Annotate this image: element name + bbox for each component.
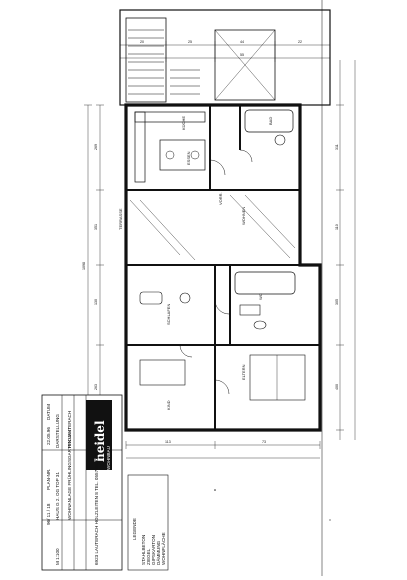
bathtub-2 [234, 271, 296, 295]
legend-item: DÄMMUNG [155, 540, 161, 565]
date-label: DATUM [46, 404, 51, 420]
dimension-chain-right [336, 60, 356, 440]
dimension-label: 25 [188, 40, 192, 44]
company-address: 6923 LAUTERACH HOLZLEITEN 8 TEL. 05574/8… [94, 453, 99, 565]
brand-name: heidel [93, 420, 107, 462]
drawing-value: HAUS G 2. OG TOP 31 [55, 472, 60, 520]
floor-plan [84, 9, 356, 459]
single-bed [139, 359, 186, 386]
double-bed [249, 354, 306, 401]
room-labels: KÜCHE ESSEN WOHNEN TERRASSE BAD SCHLAFEN… [118, 116, 273, 410]
room-label-wc: WC [258, 293, 263, 300]
legend-item: ZIEGEL [146, 548, 151, 565]
door-swings [179, 149, 253, 395]
dimension-label: 351 [94, 224, 98, 230]
washbasin [274, 134, 286, 146]
room-label-eltern: ELTERN [241, 364, 246, 380]
dimension-label: 73 [262, 440, 266, 444]
kitchen-counter-side [134, 111, 146, 183]
project-label: PROJEKT [67, 427, 72, 448]
room-label-kueche: KÜCHE [181, 116, 186, 130]
upper-building-block [119, 9, 331, 106]
date-value: 22.05.96 [46, 427, 51, 445]
stair-treads [128, 29, 200, 95]
brand-logo [86, 400, 112, 470]
dimension-labels: 269 351 130 263 1098 311 110 305 400 113… [82, 40, 339, 444]
scan-noise [107, 461, 331, 521]
dimension-label: 311 [335, 144, 339, 150]
dimension-label: 400 [335, 384, 339, 390]
dimension-label: 55 [240, 53, 244, 57]
dimension-label: 22 [298, 40, 302, 44]
interior-walls [126, 105, 320, 430]
legend: LEGENDE STAHLBETON ZIEGEL GIPSKARTON DÄM… [127, 474, 169, 571]
brand-subtitle: WOHNBAU [106, 446, 111, 470]
dining-table [159, 139, 206, 171]
room-label-kind: KIND [166, 400, 171, 410]
terrace-hatching [129, 194, 296, 261]
legend-frame [127, 474, 169, 571]
room-label-schlafen: SCHLAFEN [166, 304, 171, 325]
windows [125, 230, 321, 400]
dimension-label: 269 [94, 144, 98, 150]
dimension-chain-bottom [125, 441, 321, 459]
room-label-essen: ESSEN [186, 151, 191, 165]
dimension-label: 263 [94, 384, 98, 390]
legend-item: STAHLBETON [141, 535, 146, 565]
dimension-label: 130 [94, 299, 98, 305]
plan-number-label: PLAN-NR. [46, 469, 51, 490]
dimension-label: 113 [165, 440, 171, 444]
room-label-vorraum: VORR. [218, 192, 223, 205]
scale-value: M 1:100 [55, 548, 60, 565]
room-label-terrasse: TERRASSE [118, 208, 123, 230]
wc-fixture [139, 291, 163, 305]
room-label-bad: BAD [268, 117, 273, 125]
lift-shaft [214, 29, 276, 101]
dimension-label: 44 [240, 40, 244, 44]
dimension-label: 1098 [82, 262, 86, 270]
plan-number-value: 96/ 11 / 18 [46, 503, 51, 525]
legend-title: LEGENDE [132, 518, 137, 540]
dimension-label: 305 [335, 299, 339, 305]
drawing-label: DARSTELLUNG [55, 414, 60, 448]
toilet [253, 320, 267, 330]
title-block: heidel WOHNBAU PROJEKT WOHNANLAGE FRÜHLI… [41, 394, 123, 571]
legend-item: WOHNFLÄCHE [160, 532, 166, 565]
dimension-label: 20 [140, 40, 144, 44]
dimension-chain-top [120, 41, 330, 62]
project-value: WOHNANLAGE FRÜHLINGSGARTEN LAUTERACH [66, 411, 72, 520]
bathtub [244, 109, 294, 133]
dimension-label: 110 [335, 224, 339, 230]
legend-item: GIPSKARTON [151, 535, 156, 565]
room-label-wohnen: WOHNEN [241, 207, 246, 225]
